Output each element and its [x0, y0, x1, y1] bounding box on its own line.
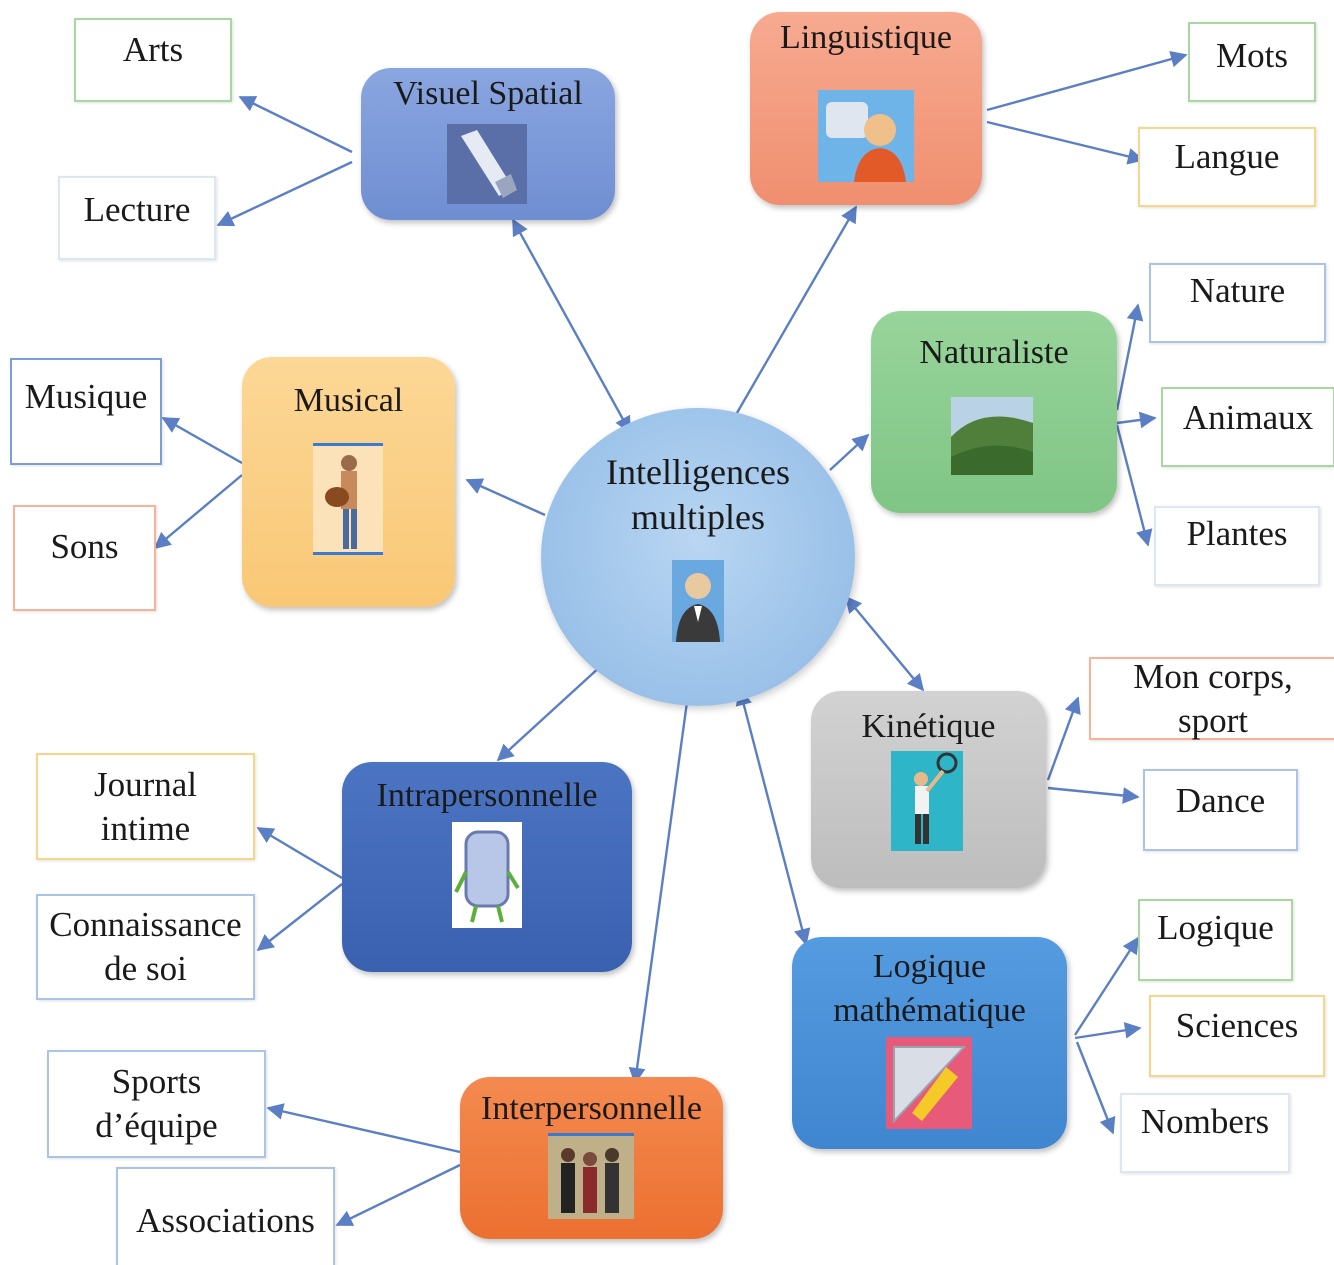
- category-label: Linguistique: [780, 19, 952, 56]
- leaf-arts: Arts: [74, 18, 232, 102]
- leaf-langue: Langue: [1138, 127, 1316, 207]
- center-node: Intelligences multiples: [541, 408, 855, 706]
- category-logique-mathematique: Logique mathématique: [792, 937, 1067, 1149]
- arrow-inter-sports: [266, 1103, 461, 1154]
- arrow-log-sciences: [1074, 1021, 1142, 1040]
- category-label: Naturaliste: [919, 334, 1069, 371]
- leaf-musique: Musique: [10, 358, 162, 465]
- leaf-mots: Mots: [1188, 22, 1316, 102]
- landscape-icon: [951, 397, 1033, 475]
- category-label: Kinétique: [861, 708, 996, 745]
- arrow-visuel-arts: [238, 95, 353, 154]
- category-label: Logique mathématique: [833, 948, 1026, 1029]
- arrow-intra-connaissance: [256, 883, 343, 952]
- leaf-sons: Sons: [13, 505, 156, 611]
- center-label: Intelligences multiples: [606, 452, 790, 537]
- arrow-nat-animaux: [1116, 411, 1157, 429]
- leaf-lecture: Lecture: [58, 176, 216, 260]
- guitarist-icon: [313, 443, 383, 555]
- leaf-animaux: Animaux: [1161, 387, 1334, 467]
- leaf-mon-corps-sport: Mon corps, sport: [1089, 657, 1334, 740]
- arrow-mus-musique: [161, 416, 243, 465]
- arrow-ling-langue: [986, 120, 1145, 165]
- category-naturaliste: Naturaliste: [871, 311, 1117, 513]
- arrow-center-musical: [465, 478, 546, 517]
- leaf-associations: Associations: [116, 1167, 335, 1265]
- mirror-character-icon: [452, 822, 522, 928]
- arrow-intra-journal: [256, 826, 343, 880]
- arrow-kin-dance: [1047, 786, 1140, 804]
- speaking-person-icon: [818, 90, 914, 182]
- arrow-nat-nature: [1115, 303, 1144, 411]
- leaf-journal-intime: Journal intime: [36, 753, 255, 860]
- leaf-nombers: Nombers: [1120, 1093, 1290, 1173]
- arrow-ling-mots: [986, 50, 1188, 112]
- arrow-center-intra: [496, 664, 603, 762]
- arrow-log-logique: [1073, 936, 1140, 1036]
- ruler-pencil-icon: [886, 1037, 972, 1129]
- category-label: Interpersonnelle: [481, 1090, 702, 1127]
- arrow-center-linguistique: [728, 205, 858, 426]
- category-musical: Musical: [242, 357, 455, 607]
- leaf-plantes: Plantes: [1154, 506, 1320, 586]
- category-label: Visuel Spatial: [393, 75, 583, 112]
- arrow-mus-sons: [153, 474, 243, 550]
- leaf-sciences: Sciences: [1149, 995, 1325, 1077]
- category-kinetique: Kinétique: [811, 691, 1046, 888]
- arrow-center-visuel: [511, 218, 632, 434]
- category-label: Musical: [293, 382, 404, 419]
- category-linguistique: Linguistique: [750, 12, 982, 205]
- businessman-icon: [672, 560, 724, 642]
- arrow-center-logique: [735, 688, 811, 946]
- arrow-center-kinetique: [844, 595, 925, 692]
- arrow-inter-associations: [335, 1163, 461, 1227]
- category-visuel-spatial: Visuel Spatial: [361, 68, 615, 220]
- leaf-dance: Dance: [1143, 769, 1298, 851]
- category-label: Intrapersonnelle: [376, 777, 598, 814]
- category-intrapersonnelle: Intrapersonnelle: [342, 762, 632, 972]
- arrow-kin-corps: [1046, 696, 1081, 781]
- arrow-log-nombers: [1075, 1041, 1116, 1135]
- arrow-visuel-lecture: [216, 160, 353, 227]
- arrow-center-inter: [628, 701, 689, 1085]
- arrow-center-naturaliste: [829, 433, 870, 471]
- group-people-icon: [548, 1133, 634, 1219]
- arrow-nat-plantes: [1115, 424, 1153, 547]
- tennis-player-icon: [891, 751, 963, 851]
- leaf-sports-equipe: Sports d’équipe: [47, 1050, 266, 1158]
- leaf-nature: Nature: [1149, 263, 1326, 343]
- category-interpersonnelle: Interpersonnelle: [460, 1077, 723, 1239]
- telescope-icon: [447, 124, 527, 204]
- leaf-logique: Logique: [1138, 899, 1293, 981]
- leaf-connaissance-de-soi: Connaissance de soi: [36, 894, 255, 1000]
